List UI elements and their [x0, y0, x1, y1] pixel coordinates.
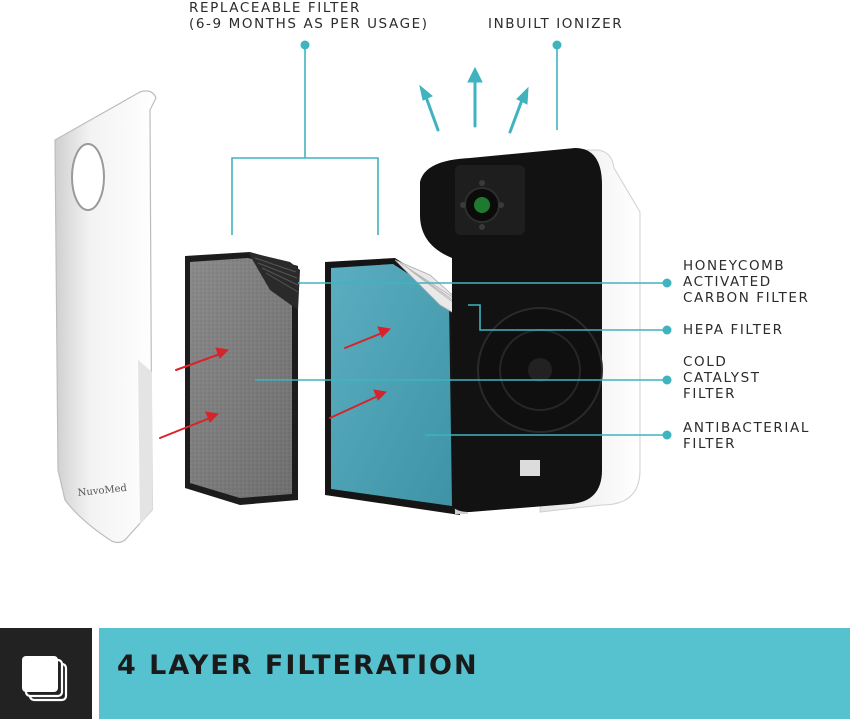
- callout-line: HONEYCOMB: [683, 258, 786, 274]
- brand-logo: NuvoMed: [77, 483, 128, 499]
- carbon-filter: [185, 252, 300, 505]
- exploded-view: NuvoMed: [54, 40, 672, 544]
- airflow-arrows: [159, 326, 392, 439]
- callout-lines: [231, 45, 667, 436]
- callout-line: FILTER: [683, 386, 737, 402]
- callout-hepa-filter: HEPA FILTER: [683, 322, 784, 338]
- callout-line: HEPA FILTER: [683, 322, 784, 338]
- callout-ionizer: INBUILT IONIZER: [488, 16, 623, 32]
- callout-line: (6-9 MONTHS AS PER USAGE): [189, 16, 429, 32]
- callout-line: FILTER: [683, 436, 737, 452]
- callout-line: CARBON FILTER: [683, 290, 810, 306]
- callout-line: REPLACEABLE FILTER: [189, 0, 362, 16]
- callout-honeycomb-filter: HONEYCOMB ACTIVATED CARBON FILTER: [683, 258, 809, 306]
- callout-line: COLD: [683, 354, 728, 370]
- front-cover: NuvoMed: [54, 90, 157, 544]
- callout-cold-catalyst-filter: COLD CATALYST FILTER: [683, 354, 761, 402]
- callout-line: ACTIVATED: [683, 274, 772, 290]
- hepa-filter: [325, 258, 471, 515]
- callout-antibacterial-filter: ANTIBACTERIAL FILTER: [683, 420, 810, 452]
- feature-banner: 4 LAYER FILTERATION: [0, 628, 850, 719]
- banner-icon-box: [0, 628, 92, 719]
- callout-line: CATALYST: [683, 370, 761, 386]
- callout-line: INBUILT IONIZER: [488, 16, 624, 32]
- callout-dots: [300, 40, 672, 440]
- callout-line: ANTIBACTERIAL: [683, 420, 810, 436]
- ionizer-arrows: [419, 66, 529, 134]
- banner-title: 4 LAYER FILTERATION: [117, 650, 479, 681]
- banner-bar: 4 LAYER FILTERATION: [99, 628, 850, 719]
- callout-replaceable-filter: REPLACEABLE FILTER (6-9 MONTHS AS PER US…: [189, 0, 429, 32]
- layers-icon: [22, 656, 68, 702]
- product-illustration: NuvoMed: [54, 0, 810, 544]
